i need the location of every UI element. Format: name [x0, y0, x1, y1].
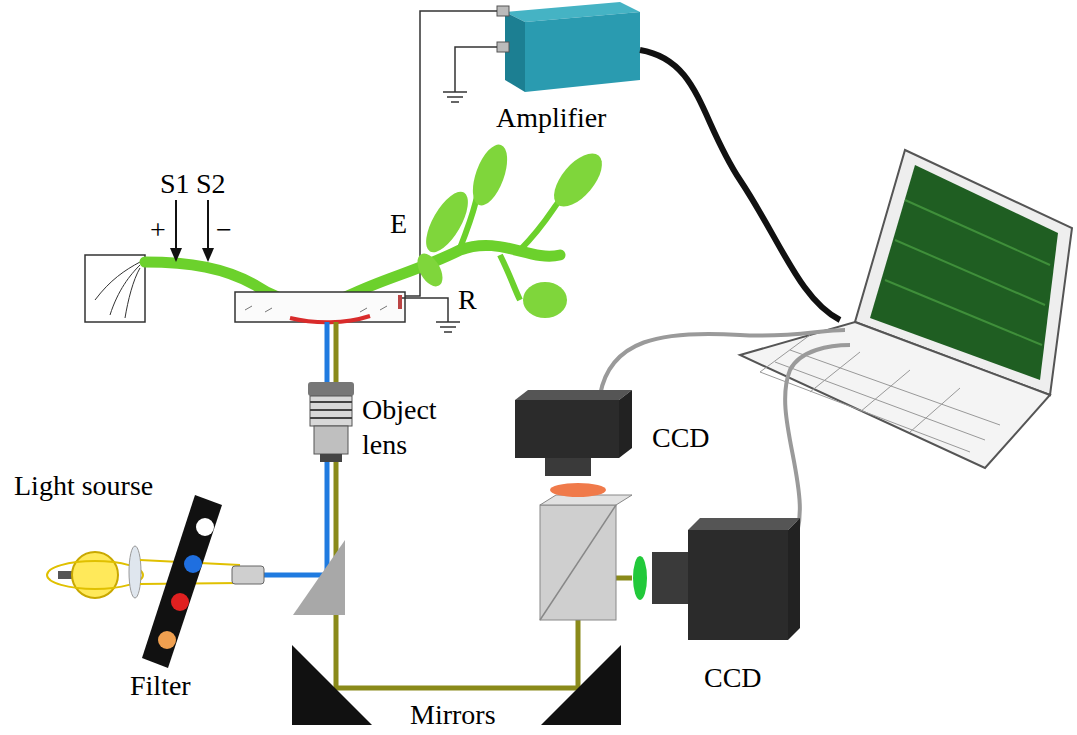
- source-label: Light sourse: [14, 468, 153, 503]
- electrode-label: R: [458, 282, 477, 317]
- camera-label: CCD: [704, 660, 762, 695]
- mirror-label: Mirrors: [410, 697, 496, 732]
- polarity-sign: −: [216, 212, 232, 247]
- optics-label: Object lens: [362, 392, 462, 462]
- stimulus-label: S1: [160, 166, 190, 201]
- stimulus-label: S2: [196, 166, 226, 201]
- instrument-label: Amplifier: [496, 100, 606, 135]
- camera-label: CCD: [652, 420, 710, 455]
- polarity-sign: +: [150, 212, 166, 247]
- filter-label: Filter: [130, 668, 191, 703]
- electrode-label: E: [390, 206, 407, 241]
